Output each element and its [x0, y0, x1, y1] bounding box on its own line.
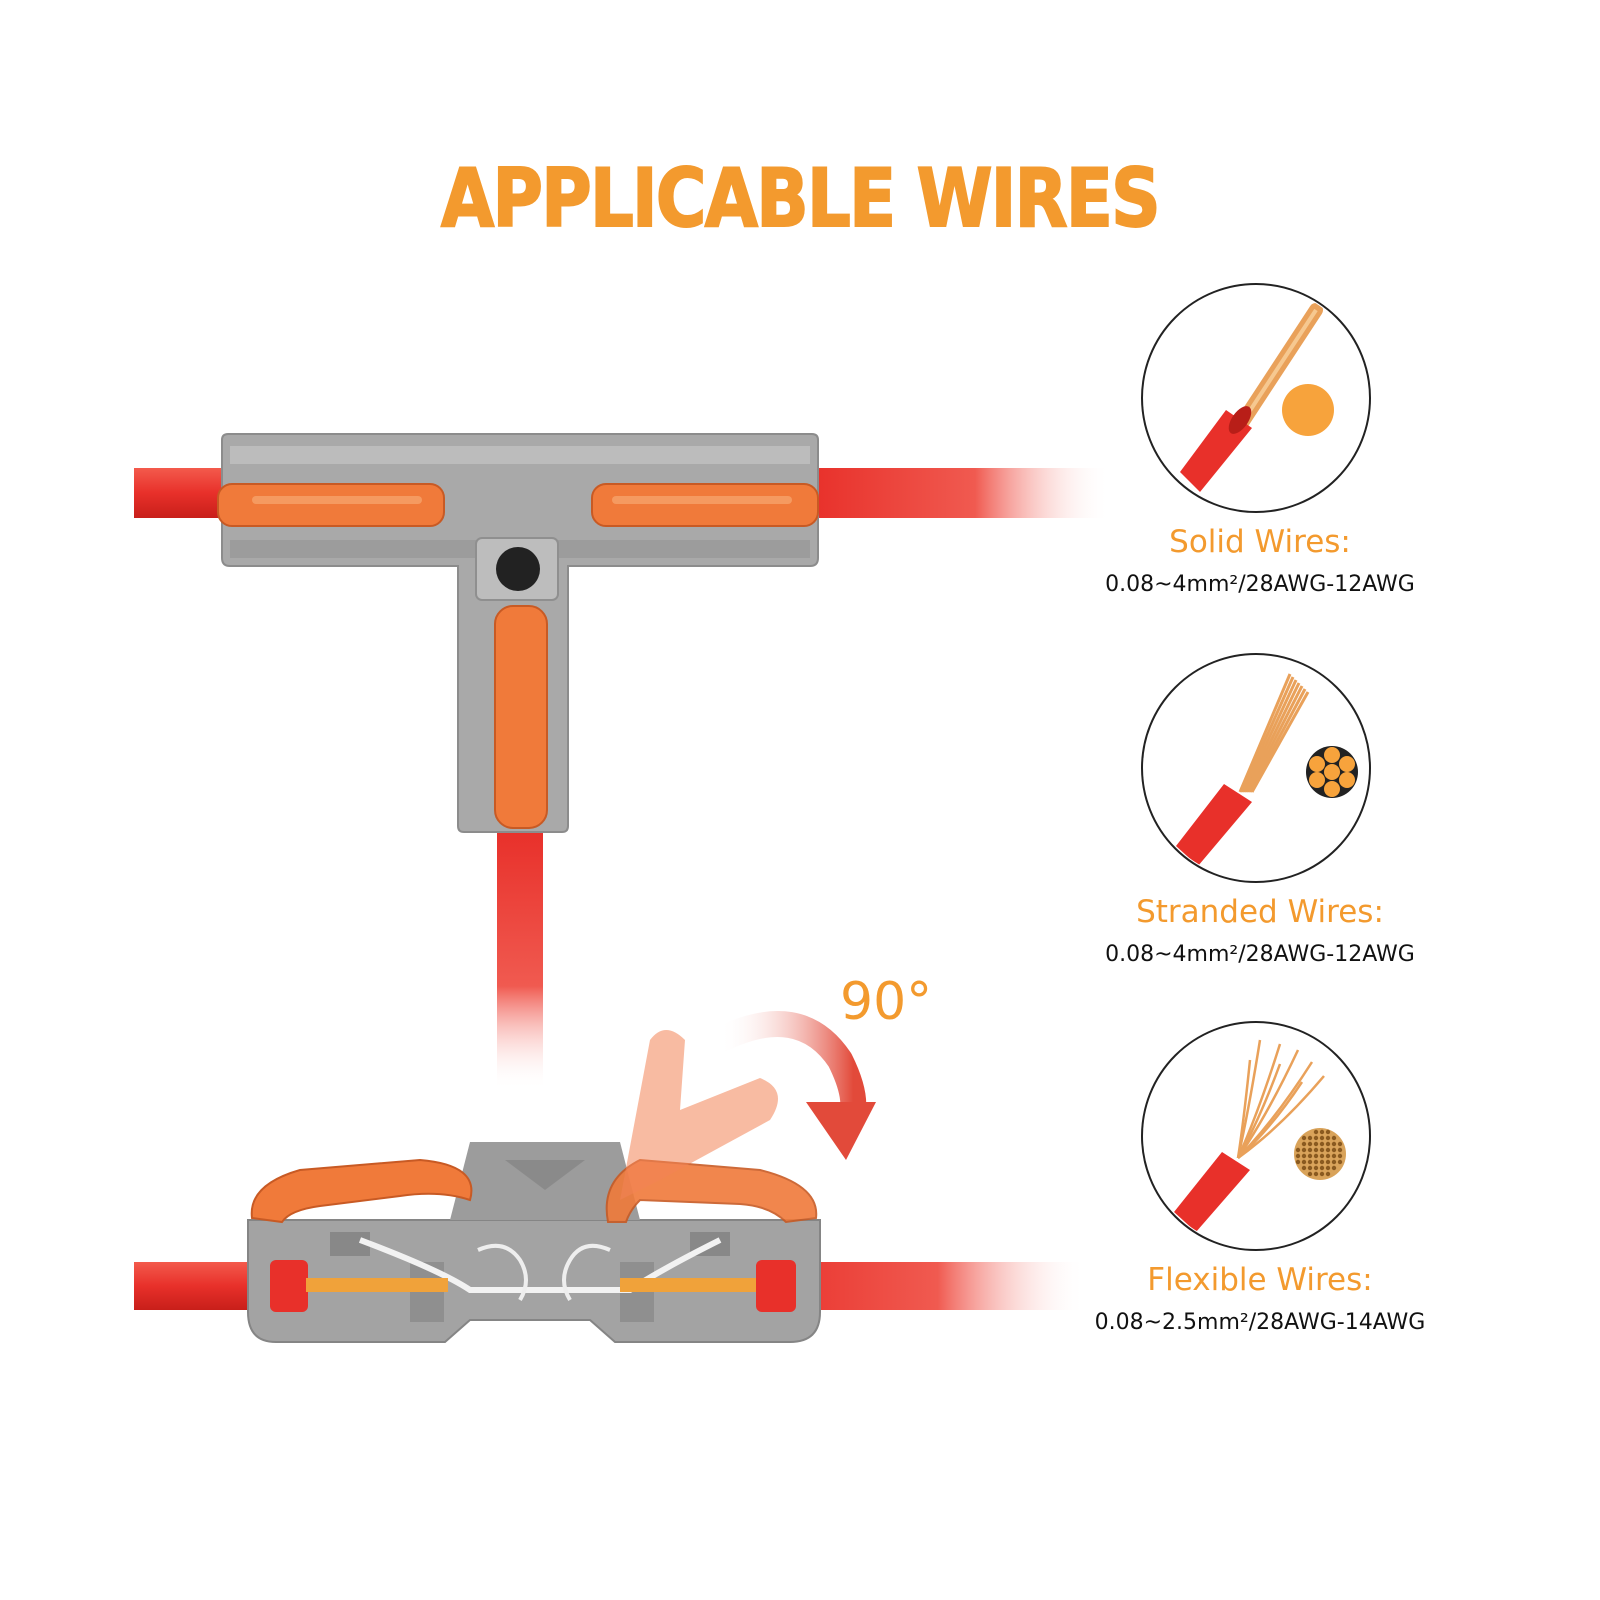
right-wire — [810, 468, 1110, 518]
right-lever — [591, 483, 819, 527]
wire-type-name: Stranded Wires: — [1136, 894, 1384, 930]
bottom-lever — [494, 605, 548, 829]
t-connector — [134, 433, 1110, 1090]
solid-wire-icon — [1140, 282, 1372, 514]
page-title: APPLICABLE WIRES — [440, 151, 1161, 246]
left-lever — [217, 483, 445, 527]
lever-open-ghost — [620, 1030, 778, 1200]
bottom-wire — [497, 830, 543, 1090]
wire-type-name: Flexible Wires: — [1147, 1262, 1373, 1298]
left-conductor — [306, 1278, 448, 1292]
rotation-angle-label: 90° — [840, 972, 933, 1032]
stranded-wire-icon — [1140, 652, 1372, 884]
inline-connector — [134, 1011, 1086, 1343]
flexible-wire-icon — [1140, 1020, 1372, 1252]
wire-type-spec: 0.08~4mm²/28AWG-12AWG — [1105, 572, 1415, 597]
wire-type-spec: 0.08~2.5mm²/28AWG-14AWG — [1094, 1310, 1426, 1335]
test-hole — [496, 547, 540, 591]
left-lever-closed — [250, 1158, 473, 1224]
wire-type-name: Solid Wires: — [1169, 524, 1351, 560]
wire-type-spec: 0.08~4mm²/28AWG-12AWG — [1105, 942, 1415, 967]
right-conductor — [620, 1278, 760, 1292]
